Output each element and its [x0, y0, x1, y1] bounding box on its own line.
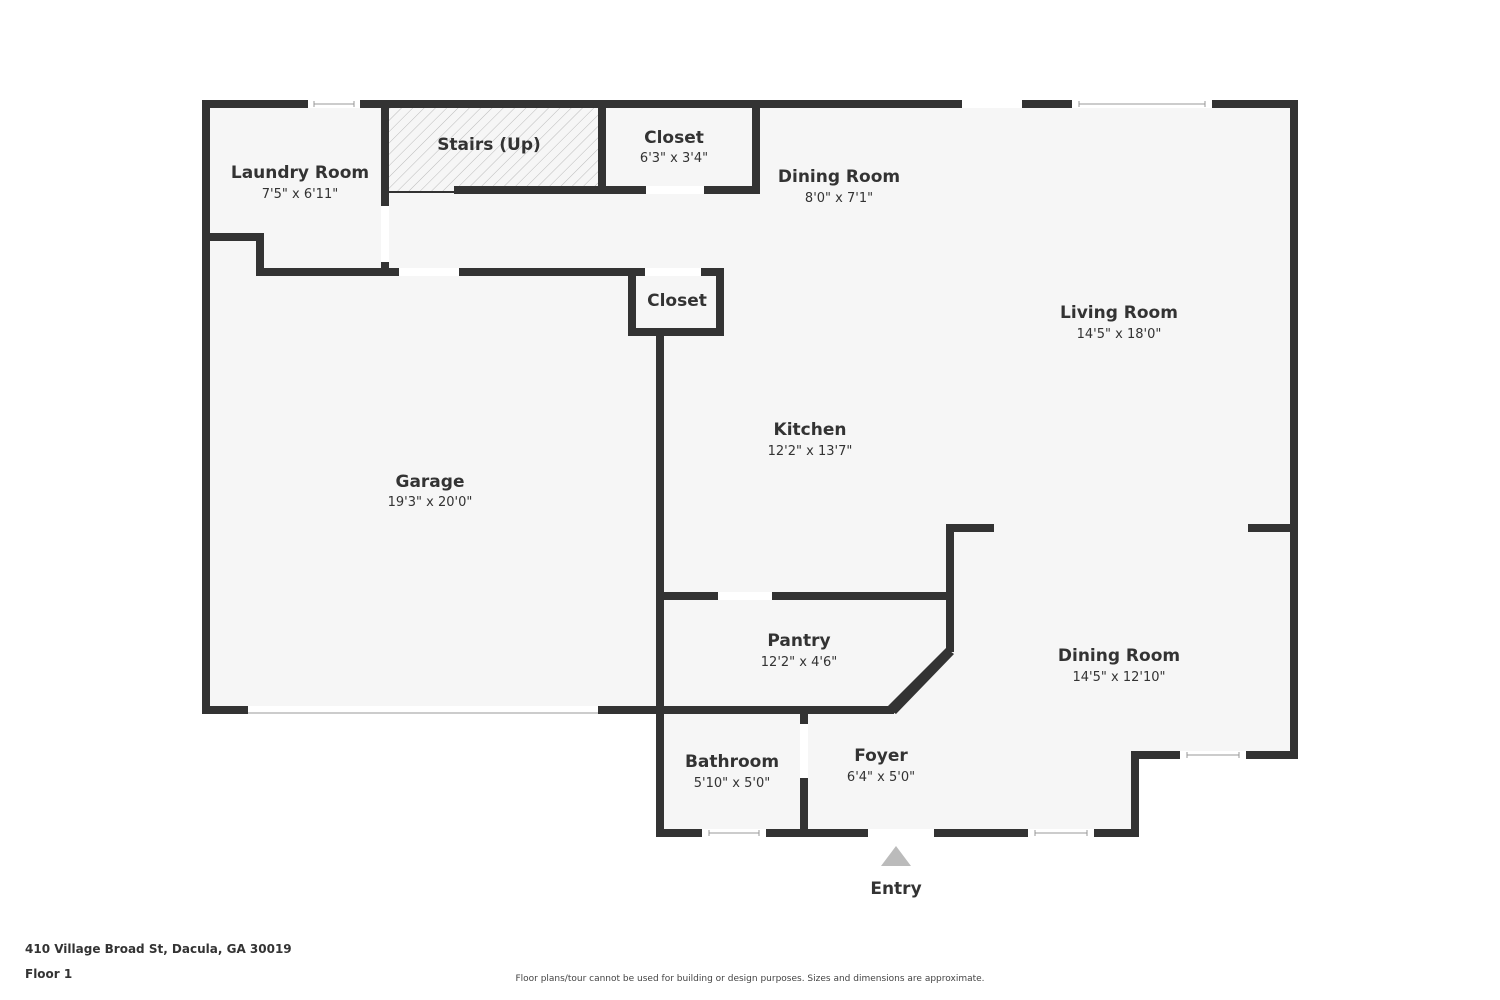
- room-dims: 6'3" x 3'4": [640, 151, 708, 166]
- room-foyer: Foyer 6'4" x 5'0": [847, 746, 915, 785]
- room-stairs: Stairs (Up): [437, 135, 541, 155]
- room-name: Bathroom: [685, 752, 779, 772]
- room-name: Dining Room: [1058, 646, 1180, 666]
- room-dining-top: Dining Room 8'0" x 7'1": [778, 167, 900, 206]
- room-name: Garage: [396, 472, 465, 492]
- room-dims: 14'5" x 12'10": [1073, 670, 1166, 685]
- entry-label: Entry: [870, 879, 921, 899]
- room-dims: 12'2" x 4'6": [761, 655, 837, 670]
- room-dining-bottom: Dining Room 14'5" x 12'10": [1058, 646, 1180, 685]
- room-dims: 5'10" x 5'0": [694, 776, 770, 791]
- room-name: Laundry Room: [231, 163, 369, 183]
- room-pantry: Pantry 12'2" x 4'6": [761, 631, 837, 670]
- room-name: Closet: [647, 291, 707, 311]
- room-dims: 14'5" x 18'0": [1077, 327, 1162, 342]
- room-dims: 7'5" x 6'11": [262, 187, 338, 202]
- room-name: Foyer: [854, 746, 908, 766]
- room-kitchen: Kitchen 12'2" x 13'7": [768, 420, 853, 459]
- floor-label: Floor 1: [25, 967, 73, 981]
- room-name: Kitchen: [774, 420, 847, 440]
- room-living: Living Room 14'5" x 18'0": [1060, 303, 1178, 342]
- room-laundry: Laundry Room 7'5" x 6'11": [231, 163, 369, 202]
- room-name: Pantry: [767, 631, 830, 651]
- room-closet-mid: Closet: [647, 291, 707, 311]
- room-dims: 8'0" x 7'1": [805, 191, 873, 206]
- openings: [248, 100, 1246, 837]
- floor-fill: [205, 103, 1295, 835]
- room-dims: 6'4" x 5'0": [847, 770, 915, 785]
- room-name: Closet: [644, 128, 704, 148]
- entry-arrow-icon: [881, 846, 911, 866]
- room-name: Stairs (Up): [437, 135, 541, 155]
- room-dims: 19'3" x 20'0": [388, 495, 473, 510]
- room-name: Living Room: [1060, 303, 1178, 323]
- room-closet-top: Closet 6'3" x 3'4": [640, 128, 708, 166]
- property-address: 410 Village Broad St, Dacula, GA 30019: [25, 942, 292, 956]
- room-dims: 12'2" x 13'7": [768, 444, 853, 459]
- stairs-area: [389, 108, 599, 192]
- disclaimer-text: Floor plans/tour cannot be used for buil…: [515, 974, 985, 984]
- room-garage: Garage 19'3" x 20'0": [388, 472, 473, 510]
- room-bathroom: Bathroom 5'10" x 5'0": [685, 752, 779, 791]
- room-name: Dining Room: [778, 167, 900, 187]
